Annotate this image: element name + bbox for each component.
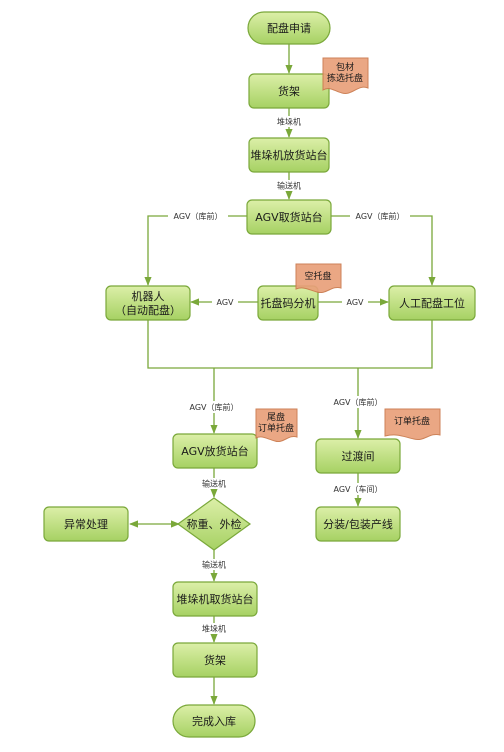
node-rack-top-label: 货架 (278, 84, 300, 98)
node-rack-top (248, 73, 330, 109)
node-agv-drop (172, 433, 258, 469)
note-rack (322, 57, 369, 94)
node-manual-station-label: 人工配盘工位 (399, 296, 465, 310)
node-stacker-drop-top (248, 137, 330, 173)
note-transit-label: 订单托盘 (394, 415, 430, 427)
node-end (172, 704, 256, 738)
label-agv-drop-to-weigh: 输送机 (202, 479, 226, 489)
node-agv-pick (246, 199, 332, 235)
note-agv-drop-label-1: 尾盘 (267, 411, 285, 423)
note-agv-drop (255, 408, 298, 443)
label-weigh-to-stacker: 输送机 (202, 560, 226, 570)
node-packing-line-label: 分装/包装产线 (323, 517, 393, 531)
node-rack-bottom (172, 642, 258, 678)
note-splitter (295, 263, 342, 294)
note-splitter-label: 空托盘 (304, 270, 331, 282)
label-merge-to-agv-drop: AGV（库前） (189, 402, 238, 412)
note-agv-drop-label-2: 订单托盘 (258, 422, 294, 434)
node-stacker-pick (172, 581, 258, 617)
edge-agvpick-manual (331, 215, 436, 286)
node-end-label: 完成入库 (192, 714, 236, 728)
note-rack-label-1: 包材 (336, 61, 354, 73)
node-exception-label: 异常处理 (64, 518, 108, 531)
label-splitter-to-robot: AGV (216, 298, 234, 307)
label-splitter-to-manual: AGV (346, 298, 364, 307)
label-stacker-to-agv: 输送机 (277, 181, 301, 191)
label-merge-to-transit: AGV（库前） (333, 397, 382, 407)
label-stacker-to-rack: 堆垛机 (202, 624, 226, 634)
label-agv-to-robot: AGV（库前） (173, 211, 222, 221)
note-rack-label-2: 拣选托盘 (327, 72, 363, 84)
node-manual-station (388, 285, 476, 321)
node-stacker-drop-top-label: 堆垛机放货站台 (251, 148, 328, 162)
label-transit-to-packing: AGV（车间） (333, 484, 382, 494)
node-stacker-pick-label: 堆垛机取货站台 (177, 592, 254, 606)
node-pallet-splitter (257, 285, 319, 321)
edge-agvpick-robot (144, 215, 247, 286)
node-robot-label-2: （自动配盘） (115, 303, 181, 317)
note-transit (384, 408, 441, 441)
node-rack-bottom-label: 货架 (204, 653, 226, 667)
node-start (247, 11, 331, 45)
node-robot-label-1: 机器人 (132, 289, 165, 303)
node-packing-line (315, 506, 401, 542)
node-weigh-check-label: 称重、外检 (187, 517, 242, 531)
node-transit-label: 过渡间 (342, 449, 375, 463)
node-exception (43, 506, 129, 542)
node-robot (105, 285, 191, 321)
label-agv-to-manual: AGV（库前） (355, 211, 404, 221)
label-rack-to-stacker: 堆垛机 (277, 117, 301, 127)
node-start-label: 配盘申请 (267, 21, 311, 35)
node-agv-pick-label: AGV取货站台 (255, 210, 322, 224)
node-transit (315, 438, 401, 474)
node-pallet-splitter-label: 托盘码分机 (261, 296, 316, 310)
edge-robot-merge (147, 320, 433, 369)
node-weigh-check (176, 497, 252, 551)
node-agv-drop-label: AGV放货站台 (181, 444, 248, 458)
